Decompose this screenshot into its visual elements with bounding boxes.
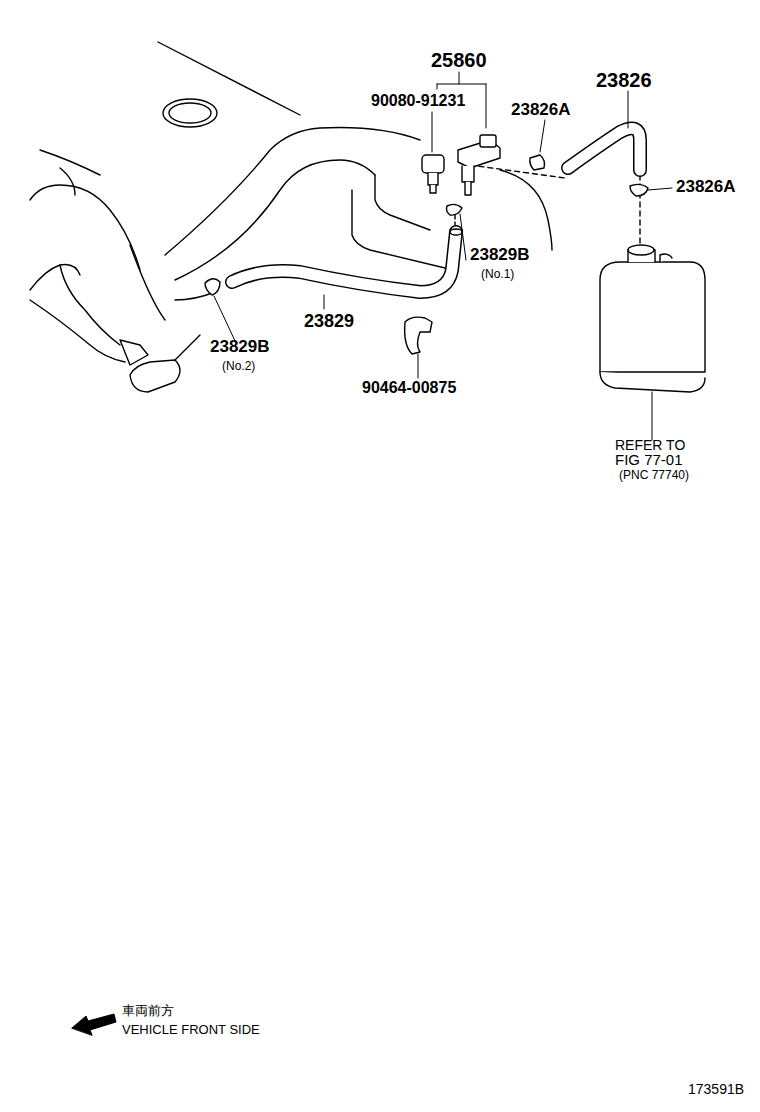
note-text: (No.2) bbox=[222, 360, 255, 372]
engine-outline bbox=[165, 128, 420, 256]
callout-number: 23826A bbox=[676, 178, 736, 195]
engine-outline bbox=[120, 340, 148, 365]
part-number: 90464-00875 bbox=[362, 380, 456, 396]
leader-line bbox=[214, 72, 672, 440]
engine-outline bbox=[175, 335, 200, 360]
engine-outline bbox=[163, 99, 217, 127]
note-text: VEHICLE FRONT SIDE bbox=[122, 1023, 260, 1036]
engine-outline bbox=[30, 264, 80, 290]
figure-id: 173591B bbox=[688, 1082, 744, 1096]
engine-outline bbox=[30, 185, 140, 270]
note-text: 車両前方 bbox=[122, 1004, 174, 1017]
callout-number: 23829 bbox=[304, 312, 354, 330]
dashed-line bbox=[470, 165, 565, 178]
callout-number: 23829B bbox=[470, 246, 530, 263]
engine-outline bbox=[175, 160, 375, 280]
hose-end bbox=[450, 229, 462, 235]
note-text: (PNC 77740) bbox=[619, 469, 689, 481]
note-text: (No.1) bbox=[481, 268, 514, 280]
engine-outline bbox=[169, 103, 211, 123]
part-number: 90080-91231 bbox=[371, 93, 465, 109]
engine-outline bbox=[40, 150, 100, 175]
callout-number: 23826A bbox=[511, 101, 571, 118]
engine-outline bbox=[60, 168, 75, 195]
hose bbox=[232, 232, 456, 292]
engine-outline bbox=[500, 170, 552, 250]
hose bbox=[568, 128, 640, 170]
hose-clamp bbox=[205, 155, 648, 354]
engine-outline bbox=[60, 265, 120, 345]
charcoal-canister bbox=[600, 245, 705, 392]
note-text: FIG 77-01 bbox=[615, 452, 683, 467]
engine-outline bbox=[30, 300, 125, 362]
engine-outline bbox=[130, 360, 180, 392]
note-text: REFER TO bbox=[615, 438, 685, 452]
engine-outline bbox=[375, 175, 430, 230]
callout-number: 25860 bbox=[431, 50, 487, 70]
engine-outline bbox=[352, 190, 445, 268]
vsv-valve bbox=[422, 135, 500, 195]
callout-number: 23829B bbox=[210, 338, 270, 355]
direction-arrow bbox=[72, 1014, 116, 1035]
callout-number: 23826 bbox=[596, 70, 652, 90]
engine-outline bbox=[130, 245, 165, 320]
hose bbox=[568, 128, 640, 170]
hose bbox=[232, 232, 456, 292]
